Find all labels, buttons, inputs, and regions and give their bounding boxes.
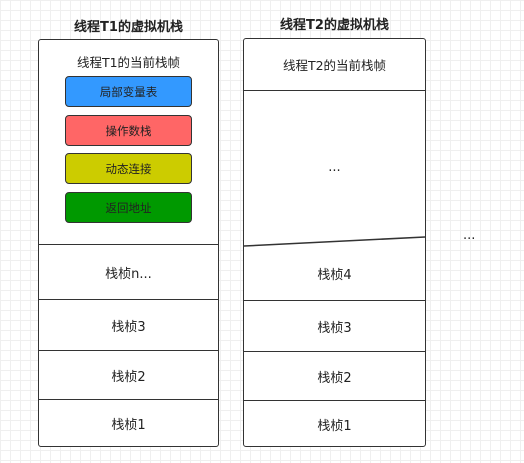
thread2-vm-stack: 线程T2的当前栈帧 ... 栈桢4 栈桢3 栈桢2 栈桢1 — [243, 38, 426, 447]
operand-stack: 操作数栈 — [65, 115, 192, 146]
thread1-frame-3: 栈桢3 — [111, 319, 146, 335]
thread1-current-frame: 线程T1的当前栈帧 局部变量表 操作数栈 动态连接 返回地址 — [39, 40, 218, 244]
thread1-frame-2: 栈桢2 — [111, 370, 146, 385]
local-variable-table: 局部变量表 — [65, 76, 192, 107]
thread2-slanted-divider — [244, 236, 425, 247]
thread2-current-frame-label: 线程T2的当前栈帧 — [282, 58, 387, 73]
return-address: 返回地址 — [65, 192, 192, 223]
thread2-frame-2: 栈桢2 — [317, 371, 352, 386]
thread1-frame-n: 栈桢n... — [105, 267, 152, 282]
more-threads-ellipsis: ... — [463, 228, 476, 243]
dynamic-linking: 动态连接 — [65, 153, 192, 184]
thread2-frame-1: 栈桢1 — [317, 419, 352, 434]
thread1-current-frame-label: 线程T1的当前栈帧 — [76, 55, 181, 70]
thread2-frame-4: 栈桢4 — [317, 268, 352, 283]
thread2-stack-title: 线程T2的虚拟机栈 — [280, 18, 389, 33]
thread2-middle-frames: ... — [328, 159, 341, 175]
thread2-frame-3: 栈桢3 — [317, 321, 352, 336]
thread1-vm-stack: 线程T1的当前栈帧 局部变量表 操作数栈 动态连接 返回地址 栈桢n... 栈桢… — [38, 39, 219, 447]
thread1-stack-title: 线程T1的虚拟机栈 — [74, 20, 183, 35]
thread1-frame-1: 栈桢1 — [111, 418, 146, 433]
